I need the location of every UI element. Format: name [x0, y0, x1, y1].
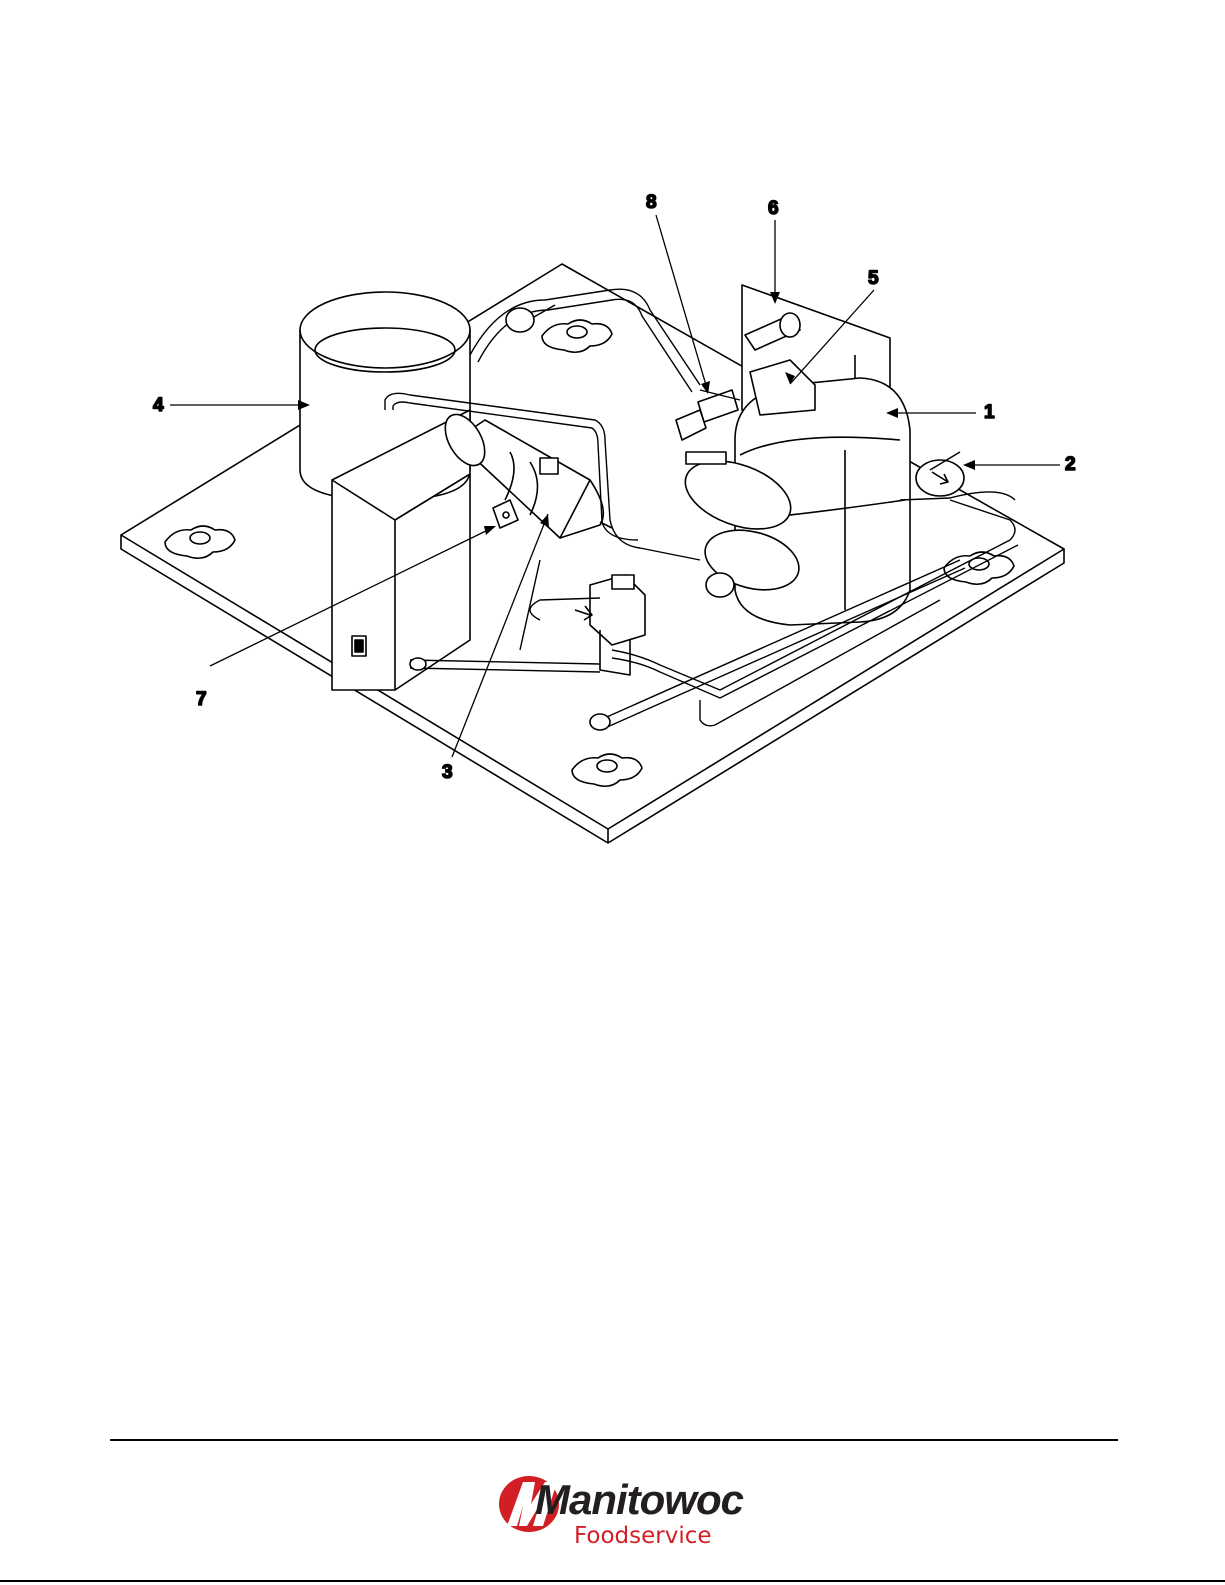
callout-3: 3: [442, 762, 453, 783]
callout-8: 8: [646, 192, 657, 213]
callout-1: 1: [984, 402, 995, 423]
manitowoc-logo: Manitowoc Foodservice: [495, 1468, 735, 1554]
start-component: [916, 460, 964, 496]
base-plate: [121, 264, 1064, 843]
logo-wordmark: Manitowoc: [535, 1476, 743, 1524]
footer-divider: [110, 1439, 1118, 1441]
page-bottom-rule: [0, 1580, 1225, 1582]
callout-5: 5: [868, 268, 879, 289]
callout-6: 6: [768, 198, 779, 219]
callout-7: 7: [196, 689, 207, 710]
logo-subtitle: Foodservice: [574, 1523, 712, 1549]
callout-2: 2: [1065, 454, 1076, 475]
refrigeration-assembly-diagram: 1 2 3 4 5 6 7 8: [0, 0, 1225, 1430]
callout-4: 4: [153, 395, 164, 416]
